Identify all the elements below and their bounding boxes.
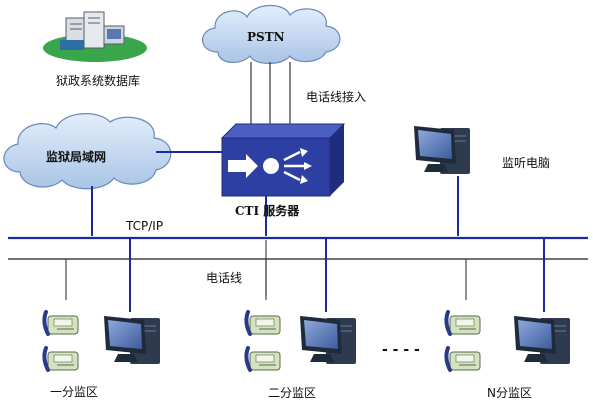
zone1-phone-icon — [42, 346, 80, 372]
monitor-pc-icon — [413, 125, 471, 175]
cti-server-label: CTI 服务器 — [235, 204, 300, 218]
zone2-label: 二分监区 — [268, 386, 317, 400]
database-icon — [43, 11, 147, 62]
zoneN-computer-icon — [513, 315, 571, 365]
zone2-phone-icon — [244, 310, 282, 336]
zone1-label: 一分监区 — [50, 385, 99, 399]
zoneN-label: N分监区 — [487, 386, 532, 400]
cti-server-icon — [220, 123, 346, 197]
zone-drops — [65, 238, 545, 312]
pstn-lines — [250, 62, 291, 126]
zone1-computer-icon — [103, 315, 161, 365]
pstn-cloud-icon — [202, 4, 341, 65]
prison-lan-label: 监狱局域网 — [46, 150, 107, 164]
zone2-phone-icon — [244, 346, 282, 372]
monitor-pc-label: 监听电脑 — [502, 156, 551, 170]
ellipsis-label: - - - - — [382, 342, 420, 358]
zoneN-phone-icon — [444, 346, 482, 372]
zone2-computer-icon — [299, 315, 357, 365]
phone-line-in-label: 电话线接入 — [306, 90, 367, 104]
pstn-label: PSTN — [247, 30, 285, 44]
phone-line-label: 电话线 — [206, 271, 243, 285]
prison-lan-cloud-icon — [3, 113, 172, 190]
zoneN-phone-icon — [444, 310, 482, 336]
zone1-phone-icon — [42, 310, 80, 336]
database-label: 狱政系统数据库 — [56, 74, 141, 88]
tcpip-label: TCP/IP — [126, 219, 164, 233]
